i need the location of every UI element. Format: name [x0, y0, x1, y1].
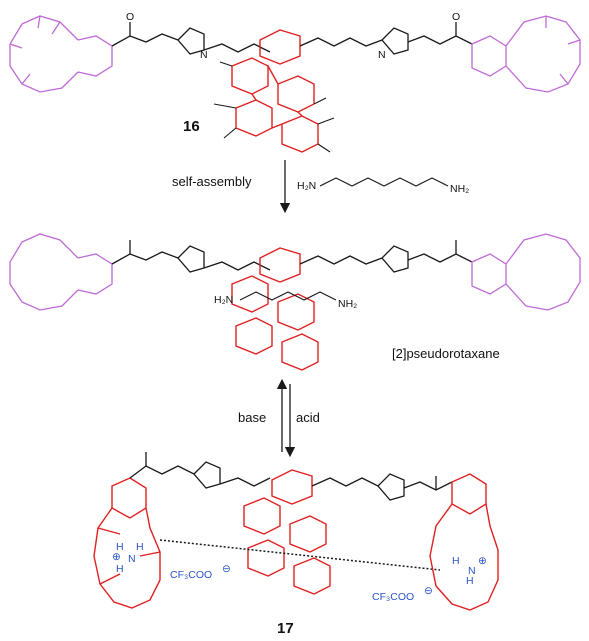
ammonium-left-charge: ⊕ [112, 551, 121, 563]
counterion-left-label: CF₃COO [170, 569, 212, 581]
counterion-right-label: CF₃COO [372, 591, 414, 603]
ammonium-right-charge: ⊕ [478, 555, 487, 567]
pseudorotaxane-label: [2]pseudorotaxane [392, 346, 500, 361]
atom-labels-16: O N N O [126, 11, 460, 61]
ammonium-left-h2: H [136, 541, 144, 553]
triazole-nitrogen-right: N [378, 49, 386, 61]
pillararene-2 [231, 247, 319, 371]
right-crown-ether-complex [429, 473, 499, 611]
self-assembly-label: self-assembly [172, 174, 252, 189]
right-linker-3 [311, 473, 453, 501]
base-label: base [238, 410, 266, 425]
threaded-chain-17 [159, 539, 441, 571]
threaded-amine-left: H₂N [214, 294, 233, 306]
left-linker [111, 22, 271, 55]
threaded-diamine [239, 291, 337, 301]
ammonium-right-h1: H [452, 555, 460, 567]
right-crown-ether-2 [471, 233, 581, 311]
threaded-amine-right: NH₂ [338, 298, 357, 310]
counterion-left: CF₃COO ⊖ [170, 563, 231, 581]
counterion-left-charge: ⊖ [222, 563, 231, 575]
compound-16-structure: O N N O 16 [9, 11, 581, 153]
left-linker-2 [111, 240, 271, 273]
triazole-nitrogen-left: N [200, 49, 208, 61]
compound-17-structure: H H N H ⊕ CF₃COO ⊖ H N H ⊕ CF₃COO ⊖ 17 [93, 452, 499, 637]
right-linker [299, 22, 473, 55]
ammonium-left: H H N H ⊕ [112, 541, 144, 575]
methoxy-groups-16 [213, 61, 335, 153]
right-linker-2 [299, 240, 473, 273]
acid-label: acid [296, 410, 320, 425]
ammonium-left-h3: H [116, 563, 124, 575]
carbonyl-oxygen-left: O [126, 11, 134, 23]
ammonium-right-n: N [468, 565, 476, 577]
compound-16-label: 16 [183, 118, 200, 135]
acid-base-arrows: base acid [238, 378, 320, 458]
counterion-right-charge: ⊖ [424, 585, 433, 597]
pseudorotaxane-structure: H₂N NH₂ [2]pseudorotaxane [9, 233, 581, 371]
counterion-right: CF₃COO ⊖ [372, 585, 433, 603]
left-crown-ether-complex [93, 477, 161, 609]
ammonium-right-h2: H [466, 575, 474, 587]
ammonium-left-n: N [128, 553, 136, 565]
ammonium-left-h1: H [116, 541, 124, 553]
self-assembly-arrow: self-assembly [172, 160, 291, 214]
compound-17-label: 17 [277, 620, 294, 637]
ammonium-right: H N H ⊕ [452, 555, 487, 587]
left-linker-3 [129, 452, 271, 489]
left-crown-ether-2 [9, 233, 113, 311]
left-crown-ether [9, 15, 113, 93]
carbonyl-oxygen-right: O [452, 11, 460, 23]
diamine-guest: H₂N NH₂ [297, 177, 469, 195]
right-crown-ether [471, 15, 581, 93]
pillararene-17 [243, 469, 331, 595]
diamine-right-amine: NH₂ [450, 183, 469, 195]
diamine-left-amine: H₂N [297, 180, 316, 192]
